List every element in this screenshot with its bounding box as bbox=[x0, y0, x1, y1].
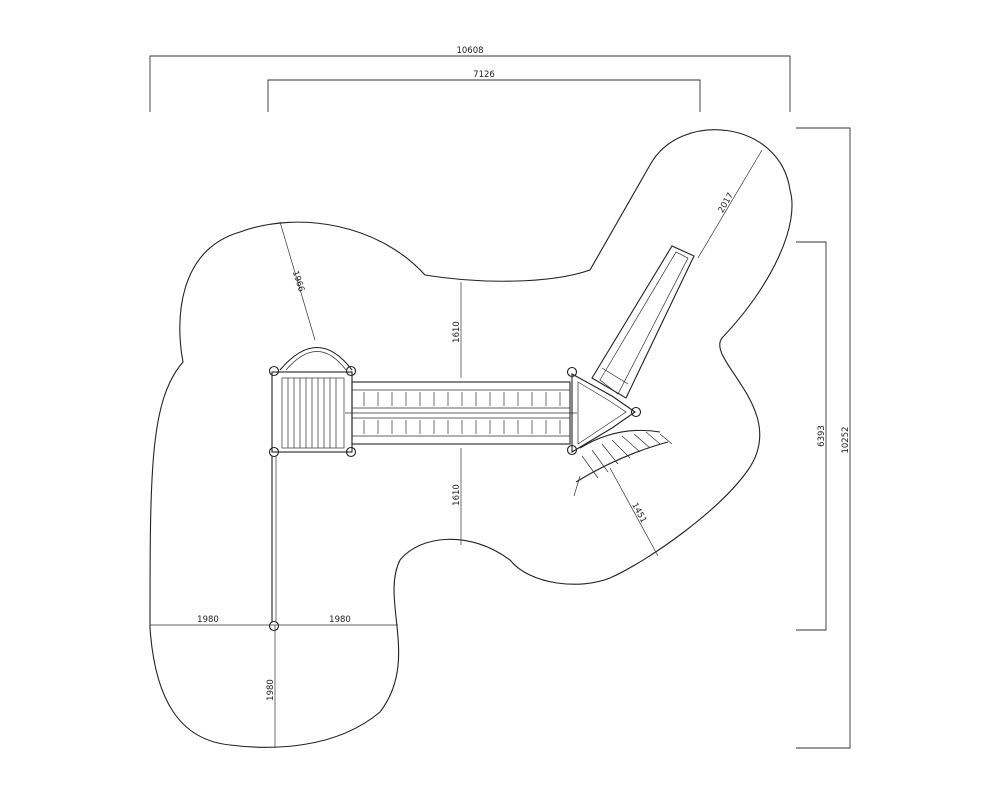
dim-inner-height: 6393 bbox=[796, 241, 827, 631]
radius-right-top: 2017 bbox=[697, 149, 763, 259]
climbing-net bbox=[573, 429, 673, 497]
gap-top-label: 1610 bbox=[452, 321, 462, 343]
dim-overall-width-label: 10608 bbox=[456, 46, 483, 56]
dim-inner-height-label: 6393 bbox=[817, 425, 827, 447]
radius-left-top: 1966 bbox=[279, 221, 316, 341]
right-platform bbox=[566, 366, 642, 456]
safety-zone-outline bbox=[149, 129, 793, 748]
tower-platform bbox=[268, 347, 357, 458]
radius-bottom: 1980 1980 1980 bbox=[150, 615, 398, 748]
bridge bbox=[345, 381, 577, 445]
gap-top: 1610 bbox=[452, 282, 462, 378]
dim-overall-height-label: 10252 bbox=[841, 426, 851, 453]
slide bbox=[591, 245, 695, 399]
dim-overall-height: 10252 bbox=[796, 127, 851, 749]
gap-bottom: 1610 bbox=[452, 448, 462, 545]
dim-inner-width-label: 7126 bbox=[473, 70, 495, 80]
dim-overall-width: 10608 bbox=[149, 46, 791, 112]
radius-bottom-right-label: 1980 bbox=[329, 615, 351, 625]
radius-left-top-label: 1966 bbox=[290, 270, 306, 294]
radius-right-top-label: 2017 bbox=[717, 191, 736, 215]
radius-right-bottom-label: 1451 bbox=[629, 501, 648, 525]
gap-bottom-label: 1610 bbox=[452, 484, 462, 506]
fire-pole-rail bbox=[268, 456, 280, 632]
dim-inner-width: 7126 bbox=[267, 70, 701, 112]
radius-right-bottom: 1451 bbox=[609, 467, 659, 557]
radius-bottom-left-label: 1980 bbox=[197, 615, 219, 625]
radius-bottom-vertical-label: 1980 bbox=[266, 679, 276, 701]
